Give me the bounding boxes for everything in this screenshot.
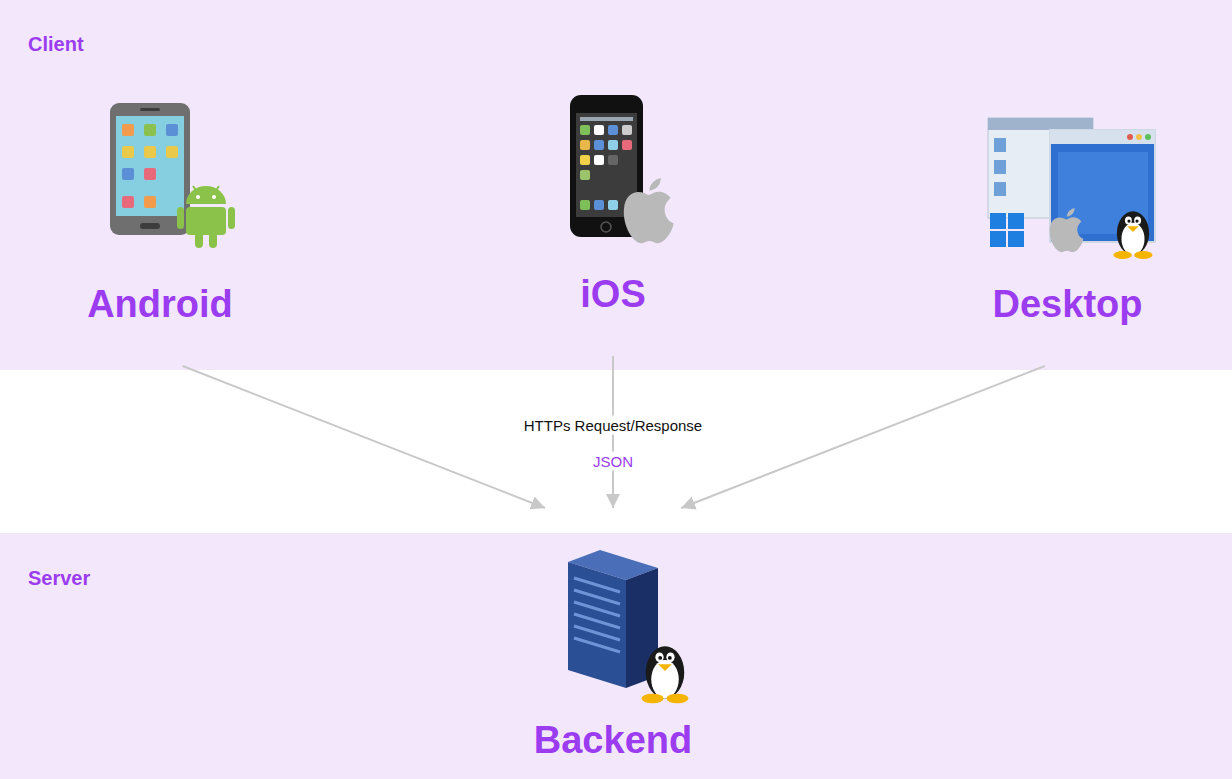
node-title: Backend <box>534 720 692 762</box>
desktop-windows-icon <box>988 118 1155 259</box>
backend-node: Backend <box>520 508 706 762</box>
format-label: JSON <box>588 452 638 471</box>
iphone-icon <box>570 95 674 243</box>
ios-node: iOS <box>528 85 698 356</box>
client-band-ground <box>0 0 1232 370</box>
band-title: Client <box>28 33 84 56</box>
android-phone-icon <box>110 103 235 248</box>
server-band: ServerBackend <box>0 533 1232 779</box>
client-band: ClientAndroid iOS Desktop <box>0 0 1232 370</box>
node-title: Android <box>87 284 233 326</box>
connector-arrow <box>681 366 1045 508</box>
protocol-label: HTTPs Request/Response <box>519 416 707 435</box>
android-node: Android <box>75 90 245 366</box>
connector-arrow <box>183 366 545 508</box>
desktop-node: Desktop <box>975 105 1160 366</box>
node-title: Desktop <box>993 284 1143 326</box>
server-band-ground <box>0 533 1232 779</box>
band-title: Server <box>28 567 90 590</box>
node-title: iOS <box>580 274 645 316</box>
server-icon <box>568 550 688 703</box>
